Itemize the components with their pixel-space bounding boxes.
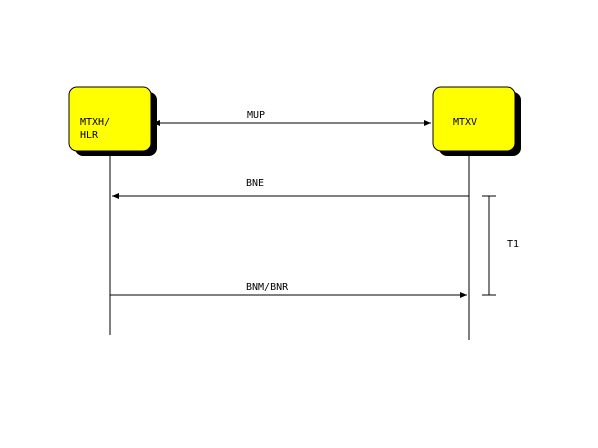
node-hlr-label-line2: HLR: [80, 130, 99, 141]
message-bne-label: BNE: [246, 178, 264, 189]
message-mup-label: MUP: [247, 110, 265, 121]
node-mtxv-box: [432, 86, 516, 152]
node-hlr-box: [68, 86, 152, 152]
node-mtxv: MTXV: [432, 86, 521, 156]
node-hlr-label-line1: MTXH/: [80, 117, 110, 128]
message-bnm-bnr-label: BNM/BNR: [246, 282, 289, 293]
message-bnm-bnr: BNM/BNR: [110, 282, 467, 298]
node-mtxv-label: MTXV: [453, 117, 477, 128]
timer-t1-label: T1: [507, 239, 519, 250]
message-bne: BNE: [112, 178, 469, 199]
timer-t1: T1: [482, 195, 519, 296]
message-mup: MUP: [153, 110, 431, 126]
node-hlr: MTXH/ HLR: [68, 86, 157, 156]
